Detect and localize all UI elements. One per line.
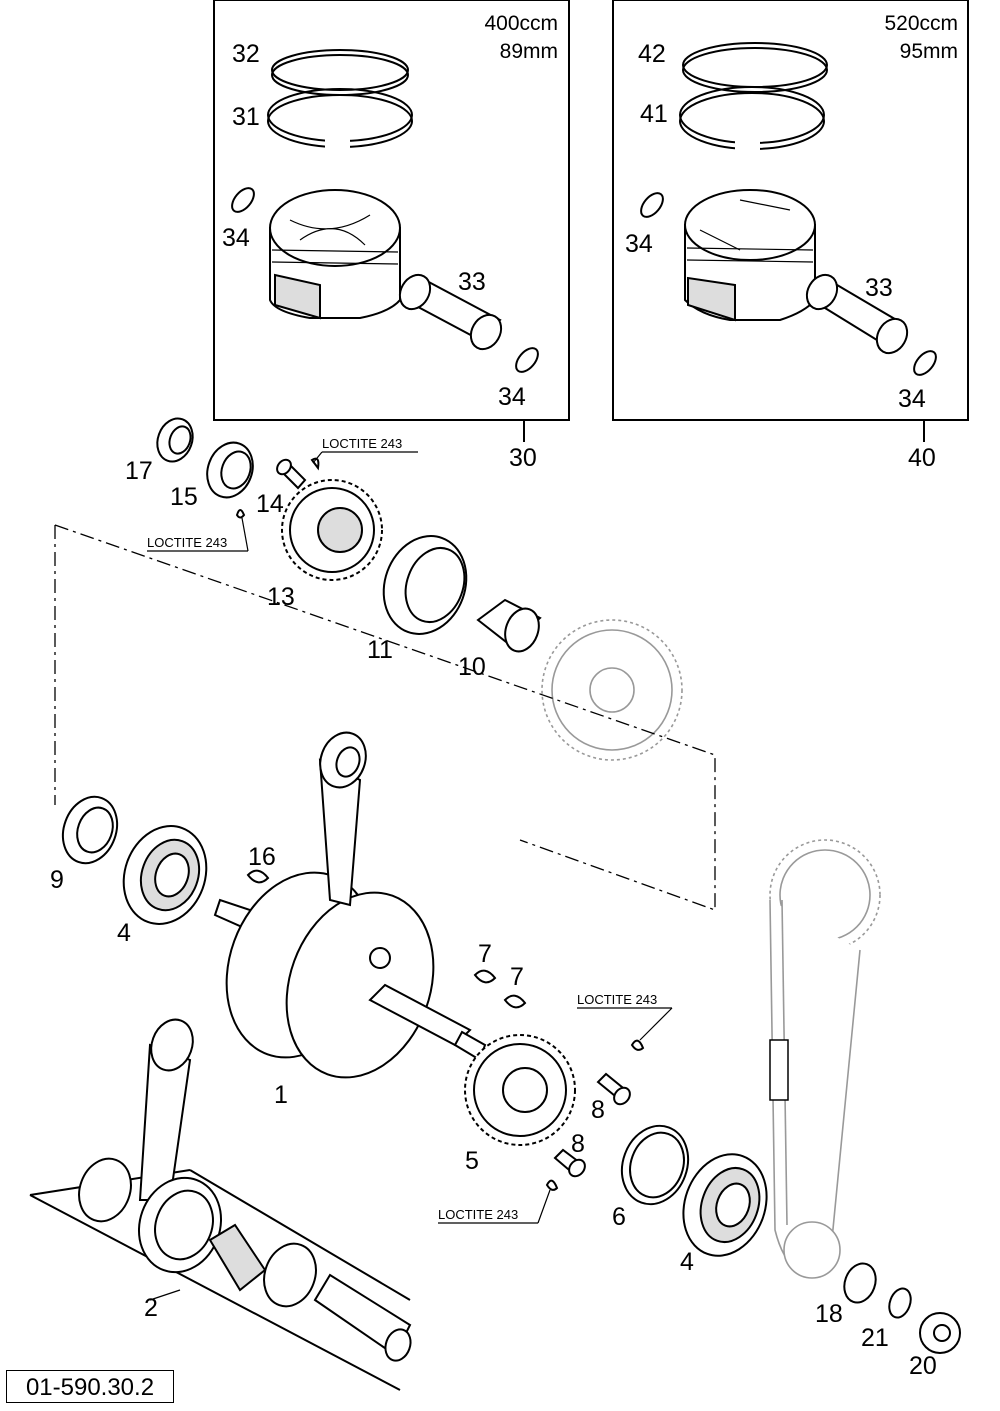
callout-34: 34 — [625, 230, 653, 258]
callout-33: 33 — [865, 274, 893, 302]
loctite-leader-8-lower — [537, 1189, 551, 1224]
washer-21 — [888, 1287, 912, 1319]
callout-10: 10 — [458, 653, 486, 681]
loctite-label-8-lower: LOCTITE 243 — [438, 1207, 518, 1222]
piston-pin-520 — [805, 273, 909, 355]
connecting-rod-kit-2 — [78, 1018, 412, 1362]
piston-ring-bottom-400 — [267, 88, 413, 151]
starter-gear — [541, 619, 683, 761]
woodruff-key-7b — [503, 994, 527, 1009]
callout-17: 17 — [125, 457, 153, 485]
nut-20 — [919, 1312, 961, 1354]
loctite-drop-14 — [310, 457, 320, 471]
callout-33: 33 — [458, 268, 486, 296]
freewheel-11 — [382, 535, 468, 635]
woodruff-key-16 — [246, 869, 270, 884]
loctite-label-14: LOCTITE 243 — [322, 436, 402, 451]
circlip-520-b — [913, 350, 937, 376]
piston-ring-top-520 — [682, 42, 828, 93]
balancer-gear-13 — [281, 479, 383, 581]
loctite-drop-8-lower — [545, 1179, 559, 1191]
document-id: 01-590.30.2 — [6, 1370, 174, 1403]
screw-8-upper — [596, 1072, 631, 1106]
primary-gear-5 — [464, 1034, 576, 1146]
callout-4: 4 — [680, 1248, 694, 1276]
callout-7: 7 — [478, 940, 492, 968]
crankshaft-1 — [213, 871, 487, 1079]
circlip-18 — [843, 1262, 877, 1304]
callout-41: 41 — [640, 100, 668, 128]
circlip-400-a — [231, 187, 255, 213]
circlip-520-a — [640, 192, 664, 218]
circlip-400-b — [515, 347, 539, 373]
callout-34: 34 — [498, 383, 526, 411]
piston-400 — [269, 189, 401, 320]
callout-34: 34 — [222, 224, 250, 252]
assembly-line — [54, 524, 716, 911]
piston-520 — [684, 189, 816, 322]
callout-34: 34 — [898, 385, 926, 413]
callout-8: 8 — [591, 1096, 605, 1124]
callout-6: 6 — [612, 1203, 626, 1231]
screw-14 — [276, 458, 307, 490]
piston-kit-400-box — [213, 0, 570, 421]
kit-520-bore: 95mm — [900, 40, 958, 63]
callout-30: 30 — [509, 444, 537, 472]
callout-18: 18 — [815, 1300, 843, 1328]
kit-400-bore: 89mm — [500, 40, 558, 63]
needle-bearing-10 — [476, 598, 542, 653]
callout-42: 42 — [638, 40, 666, 68]
piston-pin-400 — [398, 273, 503, 351]
callout-20: 20 — [909, 1352, 937, 1380]
bearing-15 — [206, 441, 254, 499]
callout-11: 11 — [367, 636, 393, 664]
callout-15: 15 — [170, 483, 198, 511]
callout-13: 13 — [267, 583, 295, 611]
screw-8-lower — [553, 1148, 586, 1178]
timing-chain-and-sprockets — [769, 839, 881, 1279]
loctite-label-8-upper: LOCTITE 243 — [577, 992, 657, 1007]
kit-520-displacement: 520ccm — [884, 12, 958, 35]
loctite-drop-15 — [235, 509, 246, 519]
callout-14: 14 — [256, 490, 284, 518]
callout-2-leader — [149, 1289, 181, 1301]
connecting-rod-upper — [318, 731, 367, 907]
callout-8: 8 — [571, 1130, 585, 1158]
callout-16: 16 — [248, 843, 276, 871]
loctite-drop-8-upper — [630, 1039, 645, 1051]
loctite-label-15: LOCTITE 243 — [147, 535, 227, 550]
callout-4: 4 — [117, 919, 131, 947]
callout-32: 32 — [232, 40, 260, 68]
main-bearing-4-right — [682, 1153, 768, 1257]
woodruff-key-7a — [473, 969, 497, 984]
shaft-seal-9 — [61, 795, 119, 865]
piston-kit-520-box — [612, 0, 969, 421]
callout-31: 31 — [232, 103, 260, 131]
callout-1: 1 — [274, 1081, 288, 1109]
callout-2: 2 — [144, 1294, 158, 1322]
callout-7: 7 — [510, 963, 524, 991]
shaft-seal-17 — [156, 417, 194, 463]
callout-40: 40 — [908, 444, 936, 472]
kit-400-displacement: 400ccm — [484, 12, 558, 35]
main-bearing-4-left — [122, 825, 208, 925]
loctite-leader-14 — [312, 451, 323, 464]
piston-ring-bottom-520 — [679, 86, 825, 153]
callout-9: 9 — [50, 866, 64, 894]
loctite-leader-8-upper — [639, 1007, 673, 1041]
shim-6 — [620, 1124, 690, 1206]
loctite-leader-15 — [241, 517, 249, 552]
callout-5: 5 — [465, 1147, 479, 1175]
callout-21: 21 — [861, 1324, 889, 1352]
